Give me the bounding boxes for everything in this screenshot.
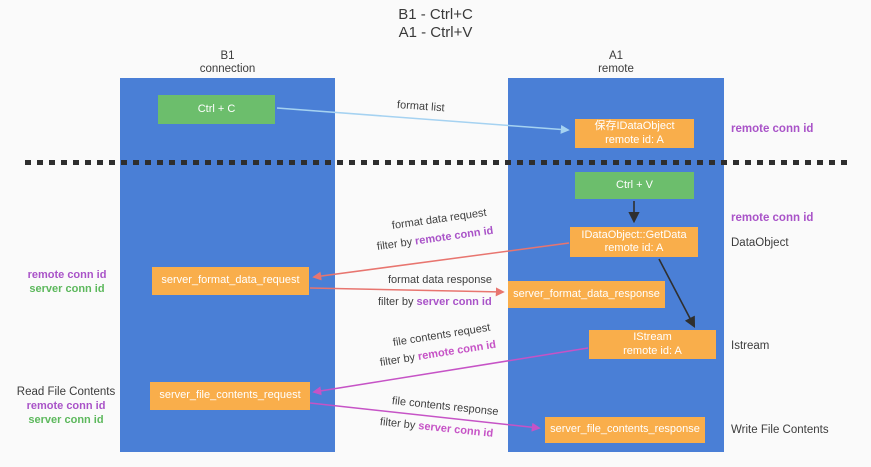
getdata-node: IDataObject::GetData remote id: A <box>570 227 698 257</box>
format-request-label: server_format_data_request <box>161 274 300 287</box>
dataobject-label: DataObject <box>731 237 789 249</box>
format-data-response-arrow <box>309 287 505 297</box>
file-response-label: server_file_contents_response <box>550 423 700 436</box>
left-column-role: connection <box>199 63 256 75</box>
file-contents-response-edge-label: file contents response <box>391 395 500 419</box>
istream-line1: IStream <box>633 331 672 343</box>
file-response-filter-key: server conn id <box>417 420 494 440</box>
format-response-filter-key: server conn id <box>416 296 492 308</box>
left-remote-conn-id-1: remote conn id <box>27 269 107 281</box>
format-response-filter-label: filter by server conn id <box>378 296 492 308</box>
istream-node: IStream remote id: A <box>589 330 716 359</box>
ctrl-v-label: Ctrl + V <box>616 178 653 191</box>
file-request-filter-prefix: filter by <box>379 351 419 369</box>
left-column-header: B1 connection <box>120 50 335 76</box>
diagram-title: B1 - Ctrl+C A1 - Ctrl+V <box>0 6 871 42</box>
left-server-conn-id-1: server conn id <box>29 283 105 295</box>
file-response-filter-prefix: filter by <box>379 416 419 432</box>
save-dataobject-line1: 保存IDataObject <box>594 120 675 132</box>
format-request-node: server_format_data_request <box>152 267 309 295</box>
getdata-line1: IDataObject::GetData <box>581 228 687 241</box>
format-response-label: server_format_data_response <box>513 287 660 300</box>
format-request-filter-prefix: filter by <box>376 235 416 253</box>
right-column-header: A1 remote <box>508 50 724 76</box>
format-request-filter-key: remote conn id <box>414 224 495 248</box>
left-remote-conn-id-2: remote conn id <box>26 400 106 412</box>
file-request-label: server_file_contents_request <box>159 389 301 402</box>
left-server-conn-id-2: server conn id <box>28 414 104 426</box>
boundary-dashed-line <box>25 160 853 165</box>
left-conn-id-group-2: Read File Contents remote conn id server… <box>16 385 116 427</box>
getdata-line2: remote id: A <box>604 242 664 254</box>
ctrl-v-node: Ctrl + V <box>575 172 694 199</box>
file-response-node: server_file_contents_response <box>545 417 705 443</box>
right-column-role: remote <box>598 63 634 75</box>
right-column-name: A1 <box>608 50 624 62</box>
format-data-response-edge-label: format data response <box>388 274 492 286</box>
ctrl-c-node: Ctrl + C <box>158 95 275 124</box>
save-dataobject-node: 保存IDataObject remote id: A <box>575 119 694 148</box>
left-conn-id-group-1: remote conn id server conn id <box>20 268 114 296</box>
file-request-node: server_file_contents_request <box>150 382 310 410</box>
write-file-contents-label: Write File Contents <box>731 424 829 436</box>
istream-side-label: Istream <box>731 340 770 352</box>
left-column-name: B1 <box>220 50 235 62</box>
file-response-filter-label: filter by server conn id <box>379 416 493 440</box>
format-response-node: server_format_data_response <box>508 281 665 308</box>
istream-line2: remote id: A <box>623 344 682 357</box>
ctrl-c-label: Ctrl + C <box>197 102 236 115</box>
remote-conn-id-label-top: remote conn id <box>731 123 814 135</box>
read-file-contents-label: Read File Contents <box>16 386 116 398</box>
title-line-2: A1 - Ctrl+V <box>398 24 473 41</box>
save-dataobject-line2: remote id: A <box>605 133 664 146</box>
title-line-1: B1 - Ctrl+C <box>398 6 473 23</box>
remote-conn-id-label-mid: remote conn id <box>731 212 814 224</box>
format-list-edge-label: format list <box>396 99 445 115</box>
format-response-filter-prefix: filter by <box>378 296 417 308</box>
